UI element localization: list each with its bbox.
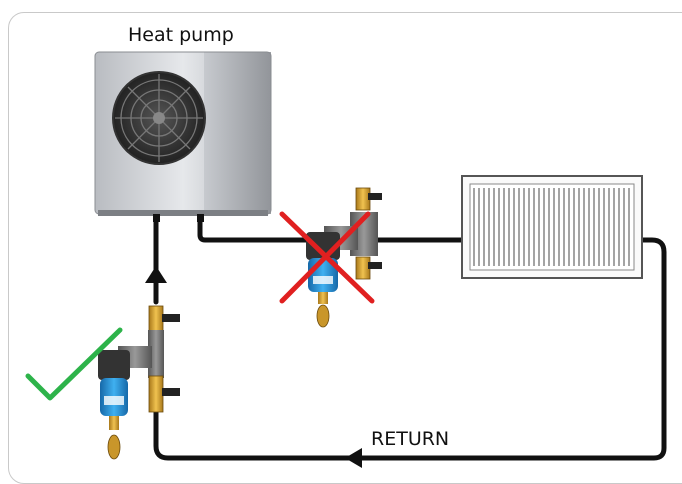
diagram-canvas <box>25 51 667 468</box>
supply-pipe <box>197 209 465 243</box>
heat-pump-unit <box>94 51 272 216</box>
return-label: RETURN <box>371 428 450 450</box>
radiator <box>461 175 643 279</box>
filter-supply-incorrect <box>306 187 382 328</box>
cross-icon <box>279 211 375 304</box>
heat-pump-label: Heat pump <box>128 24 234 46</box>
left-arrow-icon <box>345 448 362 468</box>
checkmark-icon <box>25 327 123 401</box>
pipework <box>153 209 667 461</box>
filter-return-correct <box>98 305 180 460</box>
up-arrow-icon <box>145 266 167 283</box>
radiator-outlet-pipe <box>153 237 667 461</box>
